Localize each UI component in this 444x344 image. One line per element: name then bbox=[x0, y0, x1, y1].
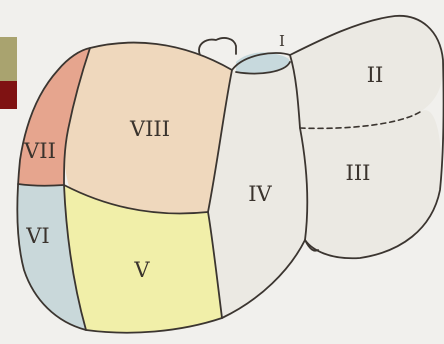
segment-label-viii: VIII bbox=[129, 117, 170, 141]
segment-label-i: I bbox=[279, 32, 285, 50]
corner-swatch-red bbox=[0, 81, 17, 109]
segment-label-vi: VI bbox=[25, 224, 49, 248]
corner-swatch-olive bbox=[0, 37, 17, 81]
segment-label-ii: II bbox=[367, 63, 384, 87]
segment-label-v: V bbox=[133, 258, 150, 282]
segment-label-iv: IV bbox=[248, 182, 272, 206]
segment-label-iii: III bbox=[346, 161, 371, 185]
segment-label-vii: VII bbox=[23, 139, 56, 163]
